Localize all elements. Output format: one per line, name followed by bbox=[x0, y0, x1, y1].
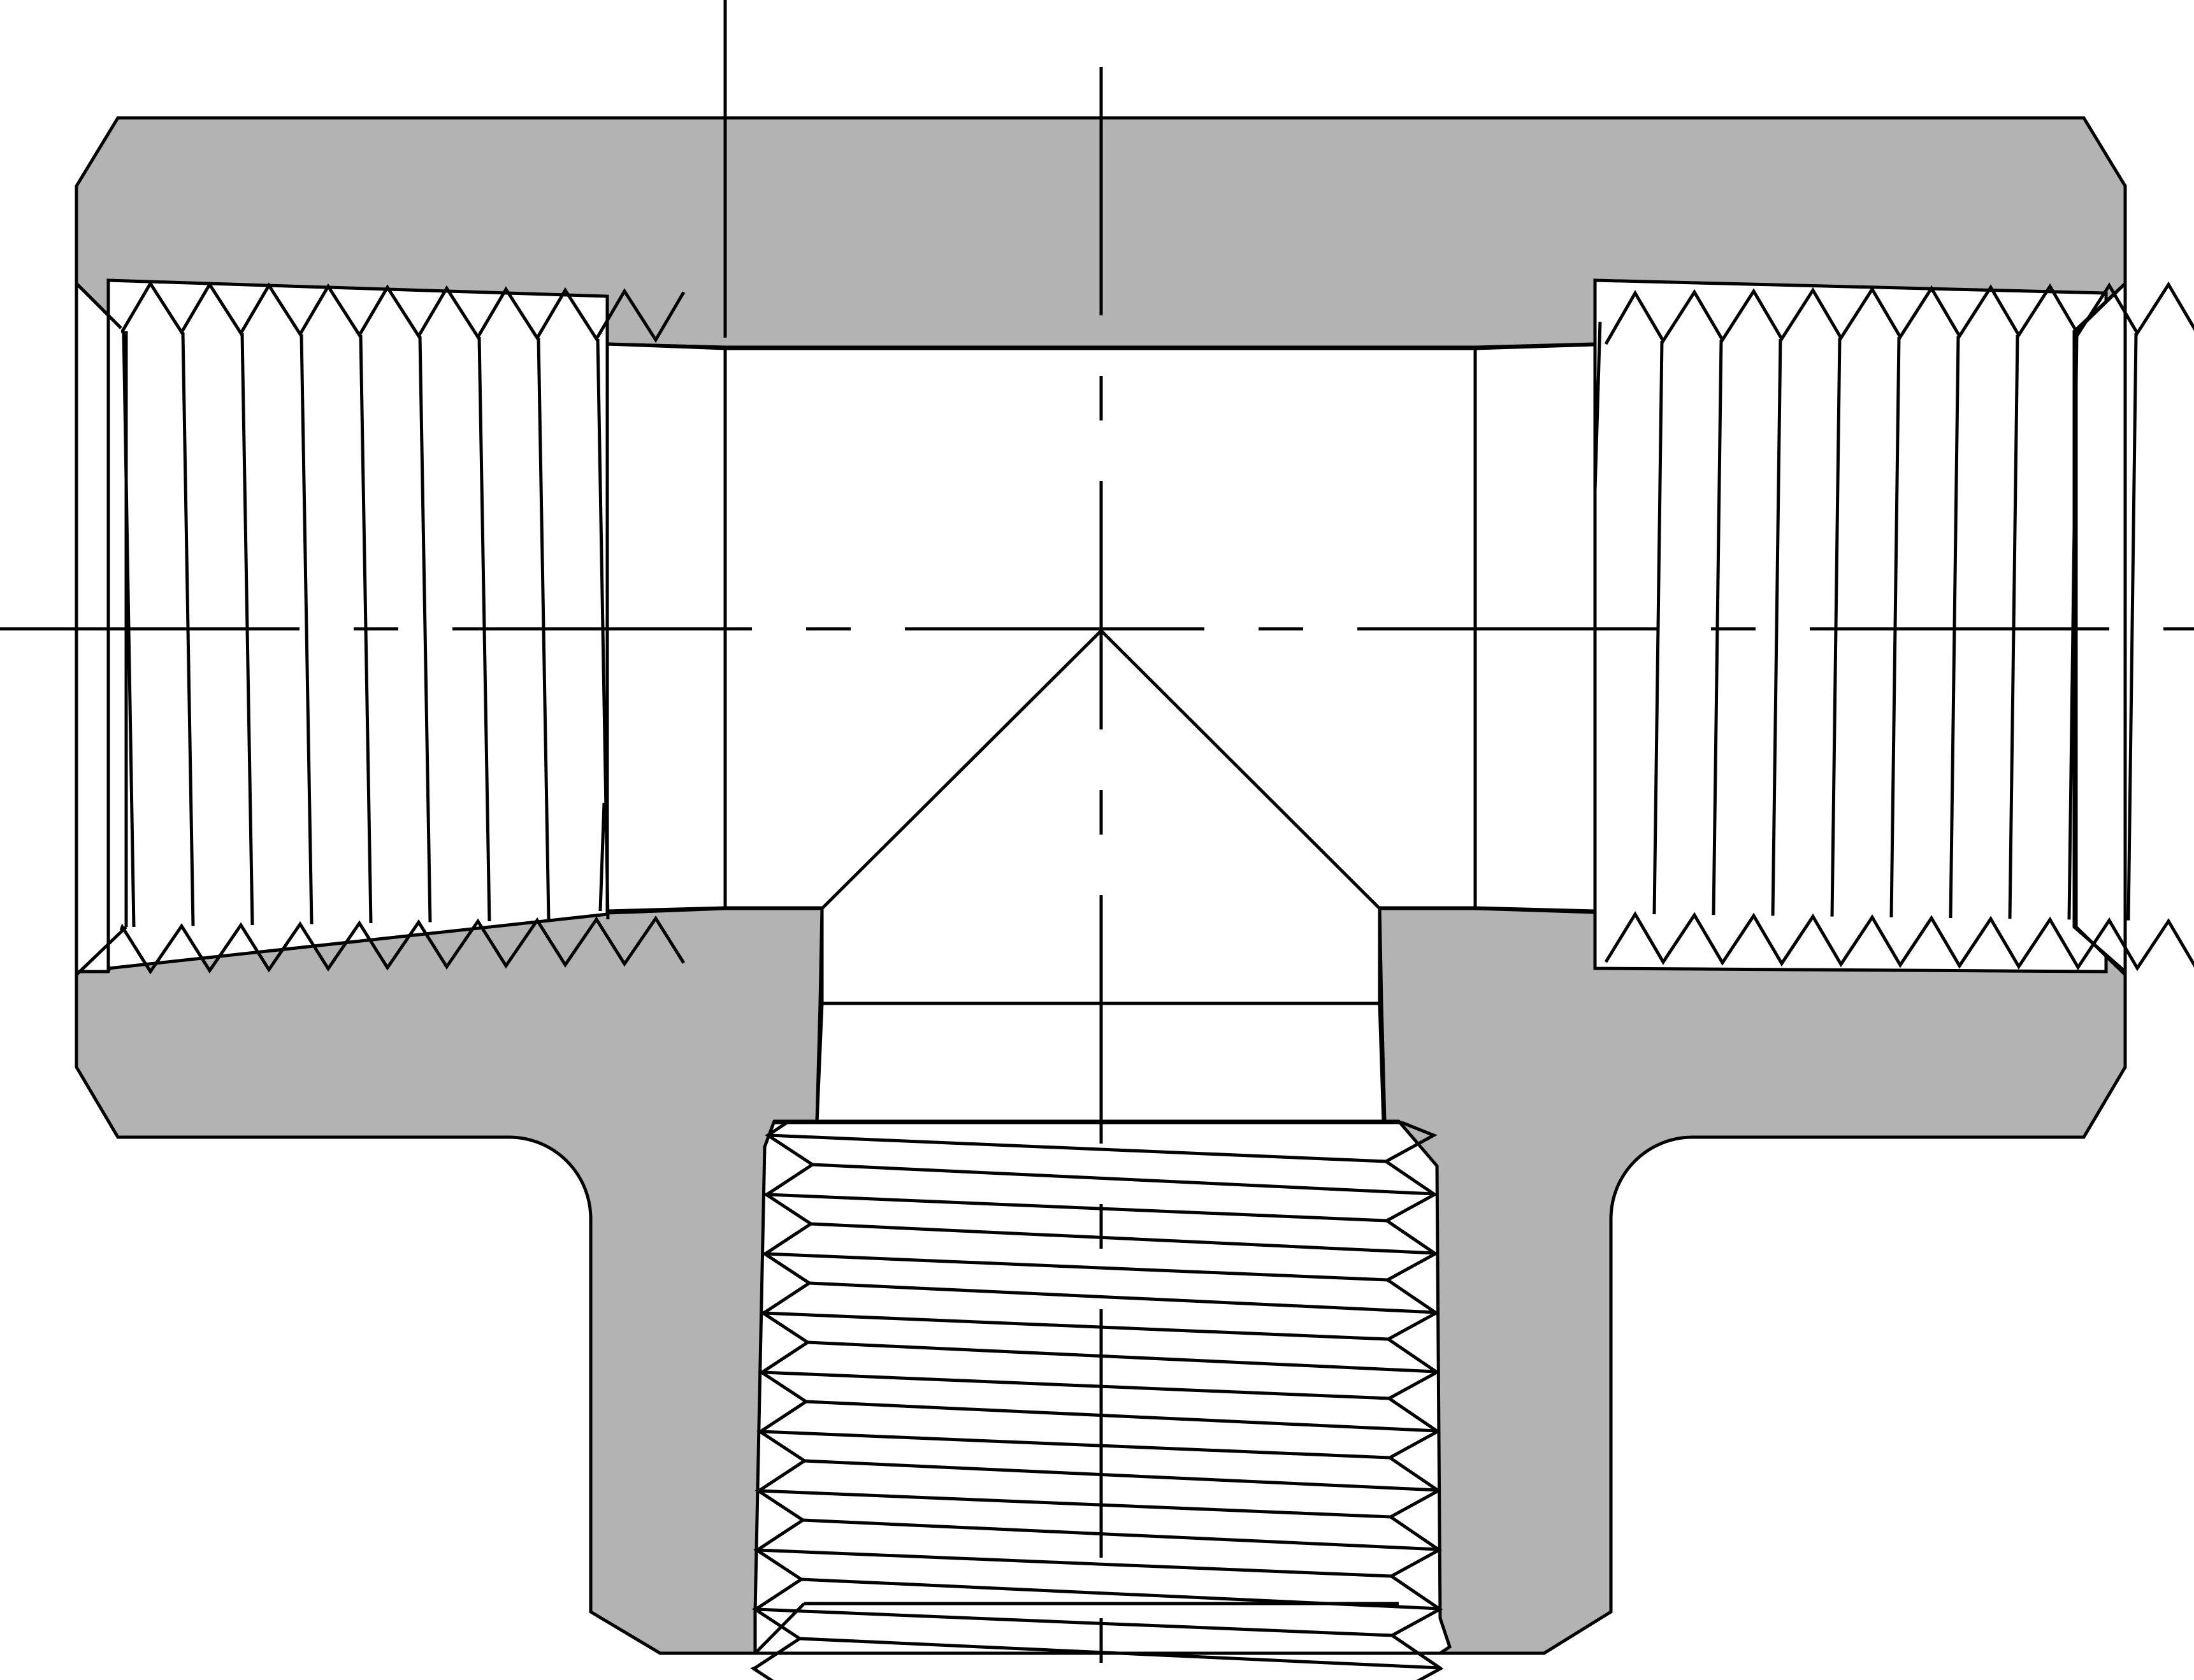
right-thread-flank bbox=[1652, 340, 1664, 915]
right-thread-flank bbox=[1949, 336, 1960, 919]
branch-thread-left-profile bbox=[750, 1121, 816, 1680]
branch-thread-flank bbox=[765, 1252, 1388, 1282]
branch-thread-flank bbox=[759, 1489, 1391, 1519]
right-thread-flank bbox=[2008, 334, 2019, 919]
branch-thread-flank bbox=[756, 1607, 1392, 1637]
right-thread-bottom-profile bbox=[1604, 911, 2194, 972]
branch-thread-flank bbox=[804, 1459, 1438, 1492]
branch-thread-chamfer bbox=[754, 1602, 805, 1655]
right-thread-flank bbox=[1771, 338, 1782, 916]
branch-thread-flank bbox=[802, 1518, 1439, 1551]
branch-thread-flank bbox=[761, 1430, 1390, 1460]
left-thread-top-profile bbox=[120, 280, 686, 343]
branch-thread-flank bbox=[807, 1340, 1436, 1374]
branch-thread-flank bbox=[769, 1133, 1387, 1163]
right-thread-flank bbox=[2067, 334, 2079, 920]
right-port-bore bbox=[1593, 278, 2108, 973]
branch-thread-flank bbox=[764, 1311, 1389, 1341]
branch-threads bbox=[750, 1121, 1444, 1680]
branch-thread-flank bbox=[762, 1370, 1389, 1400]
branch-thread-flank bbox=[767, 1193, 1387, 1223]
right-port-threads bbox=[1604, 281, 2194, 972]
left-thread-flank bbox=[300, 334, 314, 924]
branch-thread-flank bbox=[811, 1222, 1435, 1255]
branch-thread-flank bbox=[809, 1281, 1436, 1314]
branch-thread-flank bbox=[812, 1163, 1434, 1196]
left-thread-flank bbox=[418, 336, 432, 923]
right-thread-flank bbox=[1889, 336, 1901, 917]
right-thread-top-profile bbox=[1604, 281, 2194, 345]
right-thread-flank bbox=[2126, 333, 2138, 921]
branch-thread-flank bbox=[799, 1637, 1440, 1670]
branch-thread-flank bbox=[758, 1548, 1392, 1578]
branch-thread-right-profile bbox=[1383, 1121, 1444, 1680]
left-thread-bottom-profile bbox=[119, 915, 686, 975]
branch-thread-flank bbox=[805, 1400, 1437, 1433]
